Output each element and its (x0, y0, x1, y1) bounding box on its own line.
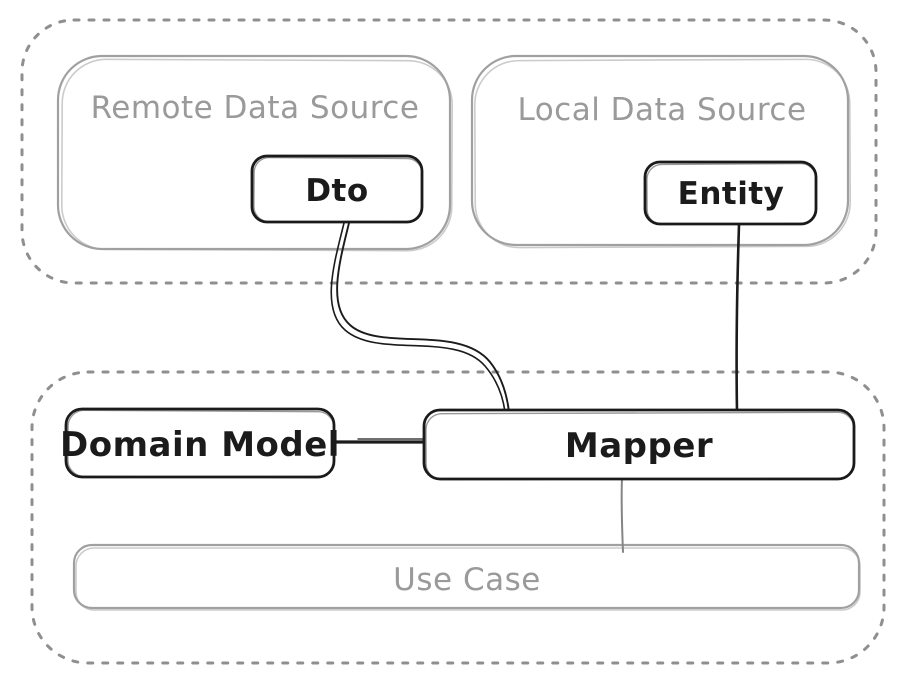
mapper-rect (422, 408, 856, 481)
edge-domain-model-mapper (334, 438, 426, 444)
mapper-label: Mapper (565, 426, 713, 466)
dto-rect (250, 154, 424, 224)
domain-layer-dashed-container (30, 370, 886, 665)
remote-data-source-sketch-echo (60, 58, 454, 252)
edge-mapper-use-case (620, 477, 624, 553)
edge-dto-mapper (330, 222, 510, 413)
use-case-label: Use Case (393, 562, 541, 598)
domain-model-label: Domain Model (60, 425, 340, 465)
mapper-sketch-echo (425, 411, 855, 481)
remote-data-source-label: Remote Data Source (91, 90, 420, 126)
dto-box (250, 154, 424, 224)
dto-label: Dto (305, 173, 368, 209)
domain-model-rect (64, 407, 336, 479)
use-case-rect (72, 543, 861, 610)
entity-label: Entity (678, 176, 785, 212)
use-case-sketch-echo (75, 547, 861, 611)
local-data-source-label: Local Data Source (517, 92, 806, 128)
entity-sketch-echo (646, 162, 817, 226)
domain-model-box (64, 407, 336, 479)
use-case-box (72, 543, 861, 611)
edge-entity-mapper (735, 223, 741, 413)
local-data-source-sketch-echo (474, 58, 852, 249)
edge-dto-mapper-stroke-1 (336, 222, 510, 413)
data-layer-dashed-container (20, 18, 878, 285)
entity-rect (643, 160, 818, 226)
entity-box (643, 160, 818, 226)
domain-model-sketch-echo (67, 409, 335, 479)
mapper-box (422, 408, 856, 481)
dto-sketch-echo (253, 156, 423, 224)
edge-dto-mapper-stroke-2 (330, 222, 506, 413)
